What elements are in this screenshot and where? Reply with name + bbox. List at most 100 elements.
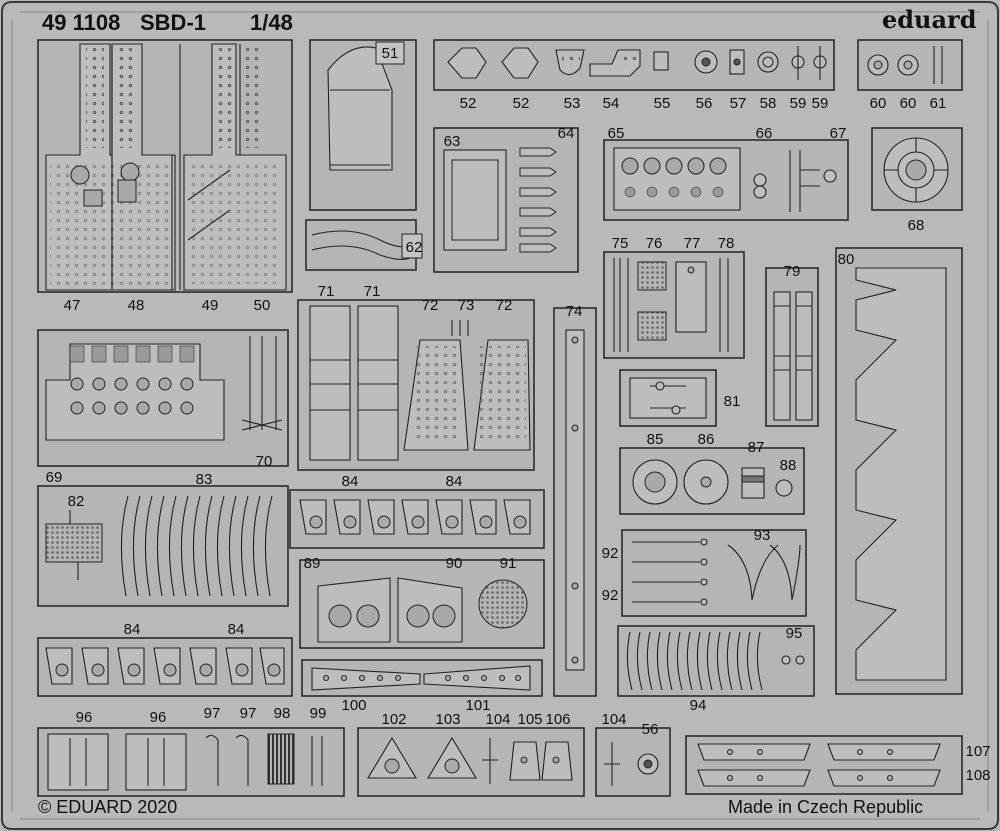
part-label: 72 xyxy=(421,297,439,314)
part-label: 89 xyxy=(303,555,321,572)
part-label: 75 xyxy=(611,235,629,252)
part-label: 92 xyxy=(601,587,619,604)
frame-parts-104-56 xyxy=(595,727,671,797)
frame-part-80 xyxy=(835,247,963,695)
set-number: 49 1108 xyxy=(42,10,121,35)
part-label: 47 xyxy=(63,297,81,314)
part-label: 61 xyxy=(929,95,947,112)
frame-parts-75-78 xyxy=(603,251,745,359)
part-label: 102 xyxy=(381,711,407,728)
frame-part-74 xyxy=(553,307,597,697)
part-label: 57 xyxy=(729,95,747,112)
part-label: 51 xyxy=(381,45,399,62)
part-label: 96 xyxy=(149,709,167,726)
frame-parts-89-91 xyxy=(299,559,545,649)
part-label: 67 xyxy=(829,125,847,142)
frame-parts-60-61 xyxy=(857,39,963,91)
frame-part-62 xyxy=(305,219,423,271)
part-label: 62 xyxy=(405,239,423,256)
part-label: 82 xyxy=(67,493,85,510)
part-label: 84 xyxy=(123,621,141,638)
part-label: 66 xyxy=(755,125,773,142)
part-label: 69 xyxy=(45,469,63,486)
part-label: 53 xyxy=(563,95,581,112)
part-label: 71 xyxy=(363,283,381,300)
part-label: 97 xyxy=(203,705,221,722)
part-label: 56 xyxy=(695,95,713,112)
part-label: 91 xyxy=(499,555,517,572)
part-label: 72 xyxy=(495,297,513,314)
part-label: 83 xyxy=(195,471,213,488)
part-label: 81 xyxy=(723,393,741,410)
frame-parts-96-99 xyxy=(37,727,345,797)
origin-note: Made in Czech Republic xyxy=(728,797,924,817)
frame-parts-65-67 xyxy=(603,139,849,221)
part-label: 49 xyxy=(201,297,219,314)
frame-part-81 xyxy=(619,369,717,427)
scale: 1/48 xyxy=(250,10,293,35)
part-label: 86 xyxy=(697,431,715,448)
part-label: 107 xyxy=(965,743,991,760)
part-label: 84 xyxy=(341,473,359,490)
frame-parts-94-95 xyxy=(617,625,815,697)
part-label: 88 xyxy=(779,457,797,474)
part-label: 58 xyxy=(759,95,777,112)
part-label: 103 xyxy=(435,711,461,728)
part-label: 48 xyxy=(127,297,145,314)
part-label: 76 xyxy=(645,235,663,252)
part-label: 60 xyxy=(869,95,887,112)
part-label: 60 xyxy=(899,95,917,112)
frame-parts-85-88 xyxy=(619,447,805,515)
part-label: 59 xyxy=(811,95,829,112)
part-label: 74 xyxy=(565,303,583,320)
part-label: 56 xyxy=(641,721,659,738)
part-label: 94 xyxy=(689,697,707,714)
part-label: 100 xyxy=(341,697,367,714)
frame-parts-82-83 xyxy=(37,485,289,607)
part-label: 98 xyxy=(273,705,291,722)
part-label: 80 xyxy=(837,251,855,268)
model-name: SBD-1 xyxy=(140,10,207,35)
part-label: 93 xyxy=(753,527,771,544)
part-label: 78 xyxy=(717,235,735,252)
frame-parts-100-101 xyxy=(301,659,543,697)
part-label: 59 xyxy=(789,95,807,112)
part-label: 65 xyxy=(607,125,625,142)
frame-parts-47-50 xyxy=(37,39,293,293)
frame-parts-84-lower xyxy=(37,637,293,697)
frame-parts-52-59 xyxy=(433,39,835,91)
part-label: 106 xyxy=(545,711,571,728)
part-label: 96 xyxy=(75,709,93,726)
part-label: 79 xyxy=(783,263,801,280)
frame-parts-102-106 xyxy=(357,727,585,797)
part-label: 97 xyxy=(239,705,257,722)
part-label: 99 xyxy=(309,705,327,722)
part-label: 101 xyxy=(465,697,491,714)
part-label: 90 xyxy=(445,555,463,572)
part-label: 77 xyxy=(683,235,701,252)
part-label: 55 xyxy=(653,95,671,112)
part-label: 70 xyxy=(255,453,273,470)
part-label: 52 xyxy=(512,95,530,112)
part-label: 84 xyxy=(445,473,463,490)
part-label: 104 xyxy=(601,711,627,728)
part-label: 104 xyxy=(485,711,511,728)
frame-part-51 xyxy=(309,39,417,211)
part-label: 73 xyxy=(457,297,475,314)
brand-logo: eduard xyxy=(882,5,977,34)
part-label: 71 xyxy=(317,283,335,300)
frame-part-79 xyxy=(765,267,819,427)
part-label: 87 xyxy=(747,439,765,456)
frame-parts-69-70 xyxy=(37,329,289,467)
frame-parts-63-64 xyxy=(433,127,579,273)
part-label: 95 xyxy=(785,625,803,642)
frame-parts-84-upper xyxy=(289,489,545,549)
part-label: 92 xyxy=(601,545,619,562)
frame-parts-92-93 xyxy=(621,529,807,617)
part-label: 68 xyxy=(907,217,925,234)
part-label: 108 xyxy=(965,767,991,784)
part-label: 63 xyxy=(443,133,461,150)
part-label: 50 xyxy=(253,297,271,314)
